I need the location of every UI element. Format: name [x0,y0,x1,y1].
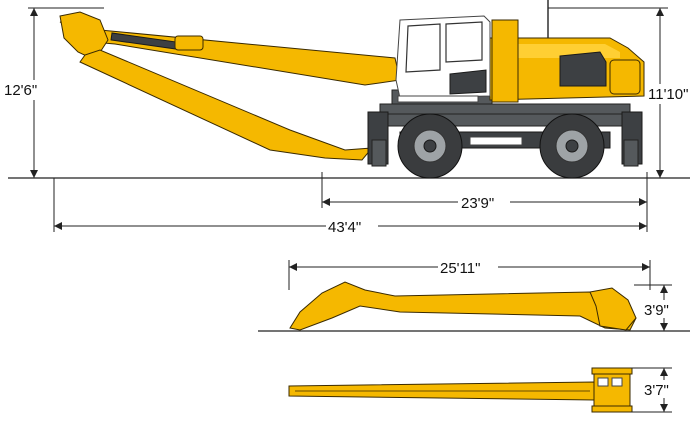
dim-stick-length: 25'11" [288,258,651,290]
stick-top-view [288,367,633,413]
stick-length-label: 25'11" [440,260,480,277]
wheelbase-length-label: 23'9" [461,195,494,212]
stick-side-view [258,281,690,332]
rear-wheel [539,113,605,179]
stick-arm [79,49,374,161]
stick-width-label: 3'7" [644,382,669,399]
operator-cab [395,15,491,103]
height-stick-label: 12'6" [4,82,37,99]
overall-length-label: 43'4" [328,219,361,236]
dim-wheelbase: 23'9" [321,172,648,212]
height-cab-label: 11'10" [648,86,688,103]
boom-arm [59,11,401,86]
dim-stick-height: 3'9" [634,284,686,331]
dim-stick-width: 3'7" [630,367,686,413]
front-wheel [397,113,463,179]
dim-overall-length: 43'4" [53,178,648,236]
stick-height-label: 3'9" [644,302,669,319]
dim-height-left: 12'6" [0,7,104,178]
dim-height-right: 11'10" [548,7,696,178]
